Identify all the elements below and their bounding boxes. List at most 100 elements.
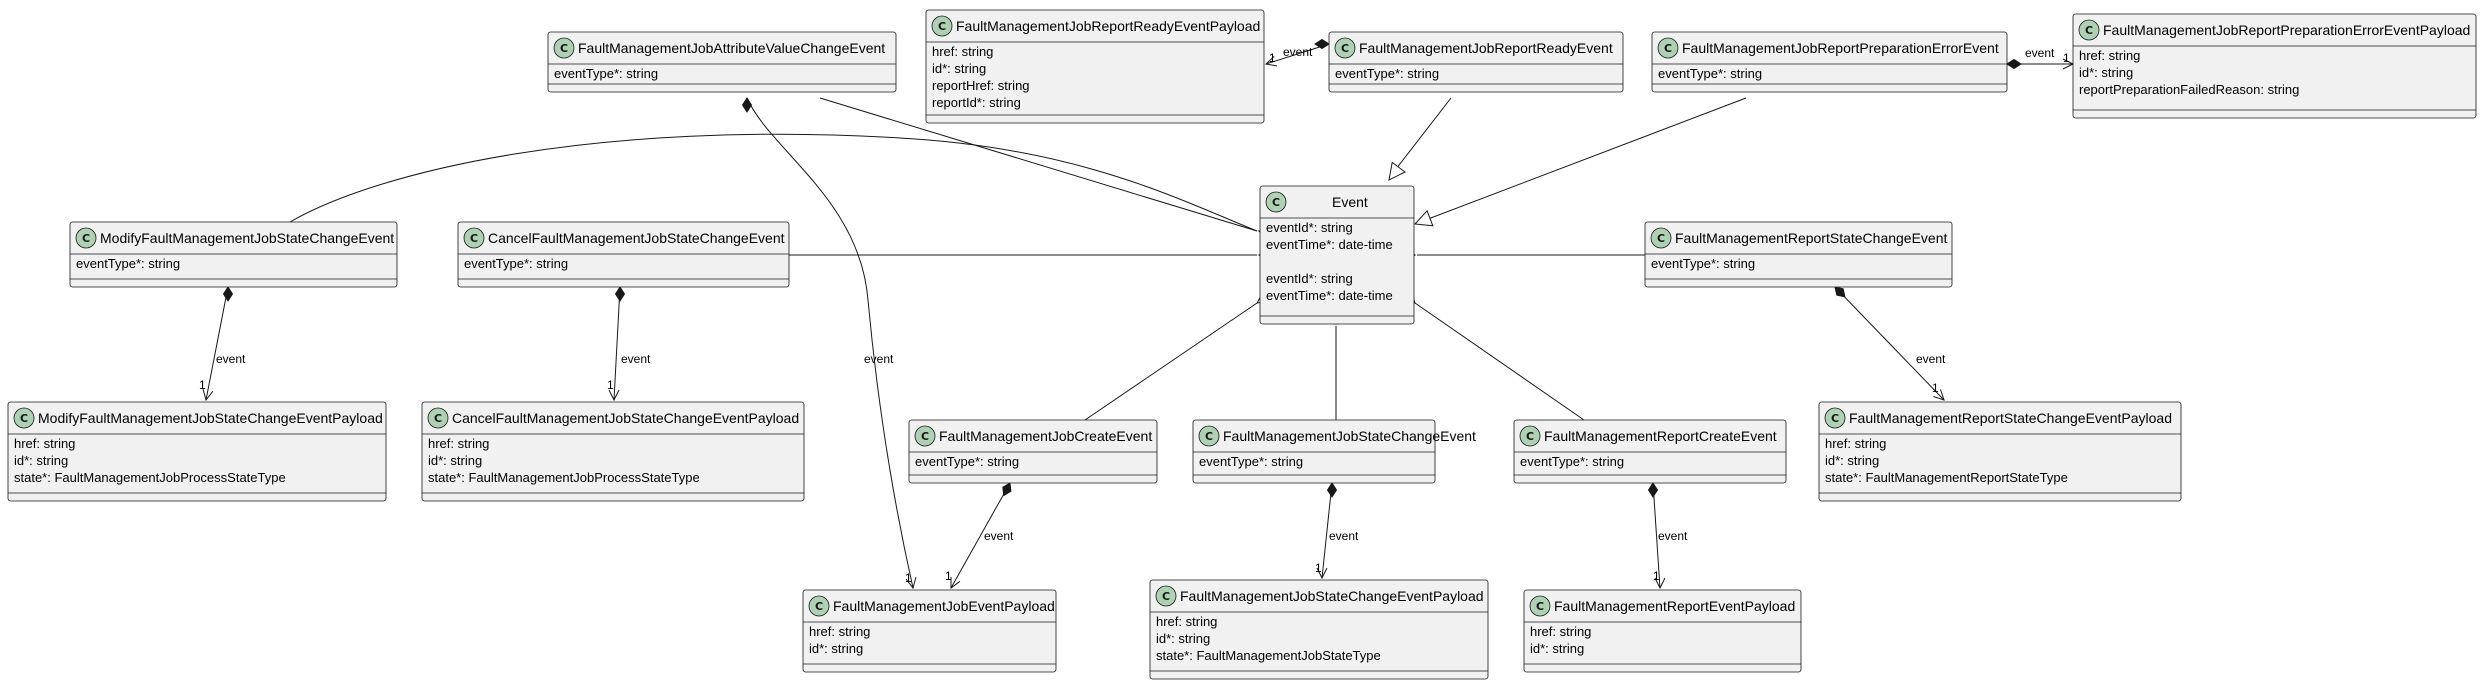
class-name: FaultManagementReportCreateEvent	[1544, 428, 1777, 444]
class-box-reportStateChangePayload[interactable]: C FaultManagementReportStateChangeEventPa…	[1818, 401, 2182, 502]
class-attribute: id*: string	[809, 641, 863, 656]
inheritance-edge-reportReady	[1388, 97, 1452, 181]
composition-diamond	[741, 97, 753, 113]
class-icon	[75, 227, 97, 249]
class-box-reportPayload[interactable]: C FaultManagementReportEventPayload href: …	[1523, 589, 1802, 673]
class-box-jobStateChange[interactable]: C FaultManagementJobStateChangeEvent event…	[1192, 419, 1476, 484]
class-attribute: id*: string	[428, 453, 482, 468]
class-attribute: eventType*: string	[915, 454, 1019, 469]
class-box-jobStateChangePayload[interactable]: C FaultManagementJobStateChangeEventPaylo…	[1149, 579, 1489, 680]
class-box-modifyJobPayload[interactable]: C ModifyFaultManagementJobStateChangeEven…	[7, 401, 387, 502]
class-attribute: href: string	[1530, 624, 1591, 639]
relation-label: event	[216, 352, 246, 366]
class-name: ModifyFaultManagementJobStateChangeEvent…	[38, 410, 383, 426]
composition-diamond	[614, 286, 626, 302]
class-attribute: id*: string	[1530, 641, 1584, 656]
class-icon-letter: C	[1272, 196, 1280, 209]
class-icon	[1519, 425, 1541, 447]
association-arrowhead	[1654, 577, 1666, 590]
class-icon	[914, 425, 936, 447]
class-name: FaultManagementJobStateChangeEventPayloa…	[1180, 588, 1484, 604]
association-arrowhead	[905, 577, 917, 590]
class-icon-letter: C	[815, 600, 823, 613]
class-box-cancelJob[interactable]: C CancelFaultManagementJobStateChangeEven…	[457, 221, 790, 288]
class-attribute: reportHref: string	[932, 78, 1030, 93]
class-icon	[1650, 227, 1672, 249]
association-arrowhead	[608, 389, 620, 402]
relation-label: event	[1658, 529, 1688, 543]
class-attribute: eventId*: string	[1266, 220, 1353, 235]
class-icon-letter: C	[434, 412, 442, 425]
class-attribute: eventType*: string	[76, 256, 180, 271]
class-box-reportPrepError[interactable]: C FaultManagementJobReportPreparationErro…	[1651, 31, 2008, 93]
composition-edge-reportPrepError-to-reportPrepErrorPayload: event 1	[2006, 46, 2075, 70]
class-attribute: id*: string	[932, 61, 986, 76]
class-attribute: href: string	[1156, 614, 1217, 629]
relation-multiplicity: 1	[945, 569, 952, 583]
class-icon	[13, 407, 35, 429]
class-icon-letter: C	[82, 232, 90, 245]
class-name: FaultManagementJobStateChangeEvent	[1223, 428, 1476, 444]
class-attribute: eventType*: string	[1199, 454, 1303, 469]
class-name: FaultManagementReportEventPayload	[1554, 598, 1795, 614]
class-attribute: reportPreparationFailedReason: string	[2079, 82, 2299, 97]
class-attribute: eventType*: string	[1651, 256, 1755, 271]
relation-multiplicity: 1	[905, 571, 912, 585]
inheritance-edge-jobStateChange	[1327, 307, 1345, 420]
relation-label: event	[864, 352, 894, 366]
class-attribute: eventId*: string	[1266, 271, 1353, 286]
class-icon	[463, 227, 485, 249]
class-box-cancelJobPayload[interactable]: C CancelFaultManagementJobStateChangeEven…	[421, 401, 805, 502]
class-icon	[2078, 19, 2100, 41]
class-icon-letter: C	[1536, 600, 1544, 613]
class-name: ModifyFaultManagementJobStateChangeEvent	[100, 230, 394, 246]
relation-label: event	[2025, 46, 2055, 60]
class-icon	[1334, 37, 1356, 59]
class-icon-letter: C	[1831, 412, 1839, 425]
association-arrowhead	[1316, 567, 1328, 580]
class-icon-letter: C	[1657, 232, 1665, 245]
class-box-modifyJob[interactable]: C ModifyFaultManagementJobStateChangeEven…	[69, 221, 398, 288]
association-arrowhead	[202, 389, 214, 402]
class-attribute: id*: string	[1825, 453, 1879, 468]
class-icon-letter: C	[1205, 430, 1213, 443]
relation-label: event	[1916, 352, 1946, 366]
composition-diamond	[1647, 482, 1659, 498]
relation-multiplicity: 1	[2063, 51, 2070, 65]
inheritance-edge-reportPrepError	[1413, 97, 1747, 227]
class-icon-letter: C	[1162, 590, 1170, 603]
inheritance-edge-cancelJob	[789, 246, 1276, 264]
class-icon-letter: C	[1664, 42, 1672, 55]
relation-multiplicity: 1	[1269, 51, 1276, 65]
composition-diamond	[222, 286, 234, 302]
class-icon-letter: C	[938, 20, 946, 33]
class-icon	[1198, 425, 1220, 447]
class-name: FaultManagementJobReportPreparationError…	[1682, 40, 1999, 56]
composition-diamond	[1314, 38, 1330, 50]
class-icon-letter: C	[20, 412, 28, 425]
class-attribute: href: string	[428, 436, 489, 451]
class-name: CancelFaultManagementJobStateChangeEvent…	[452, 410, 799, 426]
class-name: FaultManagementReportStateChangeEventPay…	[1849, 410, 2172, 426]
association-arrowhead	[1264, 55, 1278, 67]
class-attribute: href: string	[932, 44, 993, 59]
association-arrowhead	[1933, 389, 1945, 401]
class-icon-letter: C	[470, 232, 478, 245]
class-name: FaultManagementJobReportPreparationError…	[2103, 22, 2470, 38]
class-name: CancelFaultManagementJobStateChangeEvent	[488, 230, 785, 246]
class-icon	[1824, 407, 1846, 429]
class-attribute: state*: FaultManagementJobProcessStateTy…	[428, 470, 700, 485]
